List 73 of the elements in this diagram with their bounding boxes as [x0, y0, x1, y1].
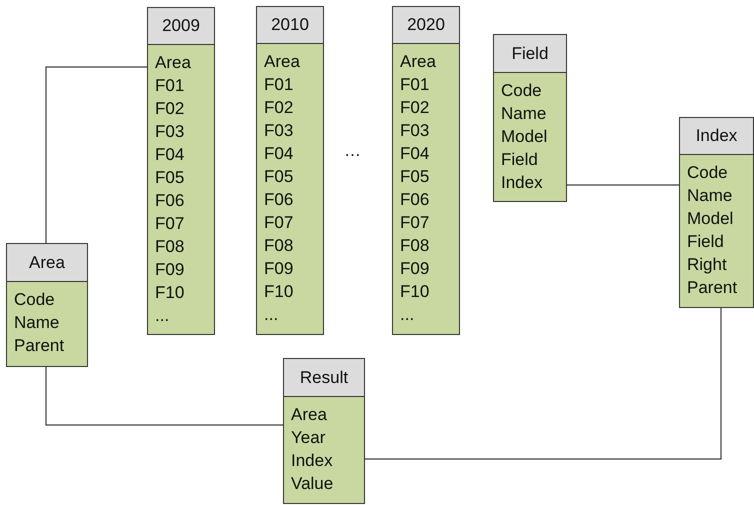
table-header: 2020 [407, 15, 445, 35]
table-box [283, 358, 365, 504]
field-name: Field [501, 149, 538, 171]
table-box [256, 6, 324, 335]
field-name: Value [291, 473, 334, 495]
field-name: ... [264, 304, 278, 326]
field-name: F08 [264, 235, 294, 257]
field-name: F09 [155, 259, 184, 281]
field-name: Code [687, 162, 728, 184]
field-name: F05 [400, 166, 430, 188]
field-name: F09 [400, 258, 430, 280]
field-name: Area [264, 51, 300, 73]
connector-line [45, 367, 283, 426]
field-name: Name [14, 312, 60, 334]
field-name: F04 [400, 143, 430, 165]
connector-line [567, 184, 679, 186]
table-header: 2010 [271, 15, 309, 35]
table-box [6, 243, 88, 367]
field-name: F01 [155, 75, 184, 97]
field-name: Name [687, 185, 732, 207]
field-name: F06 [155, 190, 184, 212]
field-name: Parent [14, 335, 64, 357]
connector-line [45, 66, 147, 243]
field-name: F10 [155, 282, 184, 304]
field-name: F04 [264, 143, 294, 165]
field-name: F07 [264, 212, 294, 234]
table-header: Result [300, 368, 348, 388]
field-name: Model [501, 126, 548, 148]
field-name: Parent [687, 277, 738, 299]
field-name: F04 [155, 144, 184, 166]
field-name: F02 [400, 97, 430, 119]
field-name: Name [501, 103, 546, 125]
connector-line [365, 308, 722, 460]
field-name: F08 [400, 235, 430, 257]
field-name: F03 [155, 121, 184, 143]
table-box [493, 34, 567, 202]
field-name: F03 [400, 120, 430, 142]
field-name: F02 [264, 97, 294, 119]
field-name: F02 [155, 98, 184, 120]
field-name: F01 [400, 74, 430, 96]
field-name: Area [291, 404, 327, 426]
field-name: F03 [264, 120, 294, 142]
field-name: F06 [400, 189, 430, 211]
field-name: Index [501, 172, 543, 194]
table-header: Index [696, 126, 738, 146]
field-name: F06 [264, 189, 294, 211]
field-name: Year [291, 427, 326, 449]
field-name: Code [501, 80, 542, 102]
field-name: F10 [264, 281, 294, 303]
field-name: F10 [400, 281, 430, 303]
field-name: Area [155, 52, 191, 74]
field-name: Code [14, 289, 55, 311]
field-name: Model [687, 208, 734, 230]
field-name: ... [400, 304, 414, 326]
field-name: Area [400, 51, 436, 73]
table-box [147, 7, 215, 335]
table-box [679, 117, 754, 308]
table-header: Field [512, 44, 548, 64]
field-name: F09 [264, 258, 294, 280]
field-name: Index [291, 450, 333, 472]
field-name: F08 [155, 236, 184, 258]
table-box [392, 6, 460, 335]
field-name: ... [155, 305, 170, 327]
field-name: Field [687, 231, 724, 253]
ellipsis-mark: … [344, 141, 361, 161]
field-name: Right [687, 254, 727, 276]
field-name: F07 [155, 213, 184, 235]
field-name: F05 [264, 166, 294, 188]
field-name: F01 [264, 74, 294, 96]
field-name: F07 [400, 212, 430, 234]
field-name: F05 [155, 167, 184, 189]
table-header: Area [29, 252, 65, 272]
table-header: 2009 [162, 16, 200, 36]
